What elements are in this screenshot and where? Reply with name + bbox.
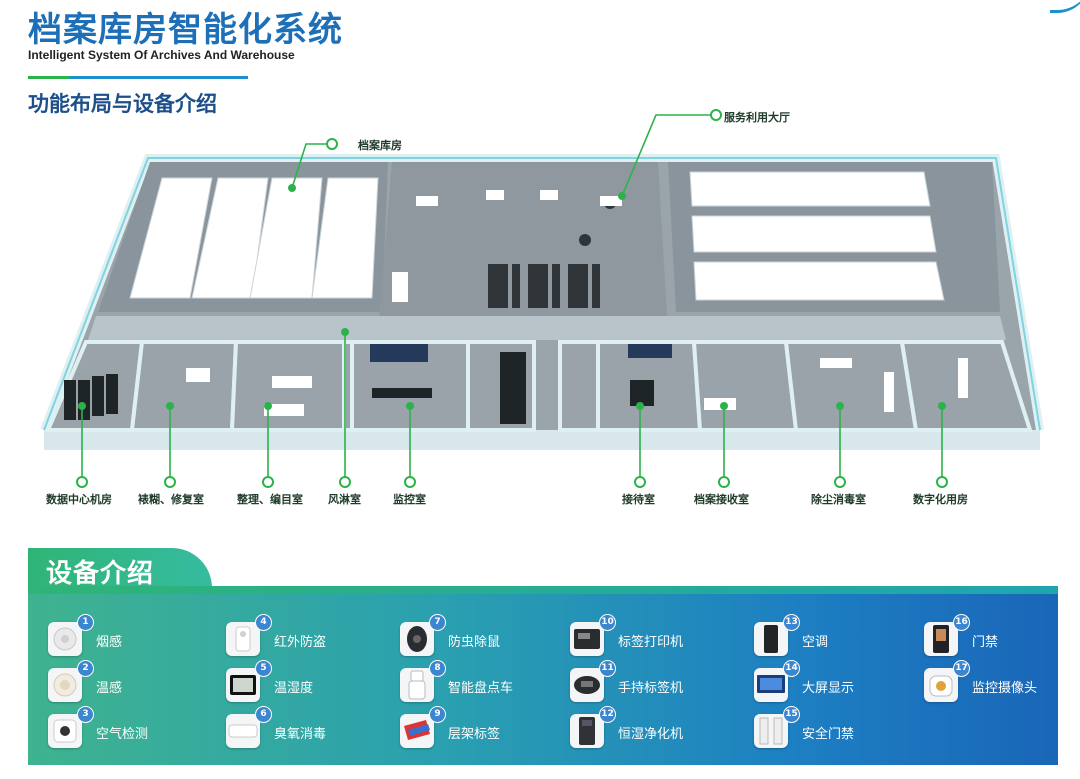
- page-title: 档案库房智能化系统: [28, 10, 343, 50]
- item-number: 9: [429, 706, 446, 723]
- item-label: 温湿度: [274, 681, 314, 696]
- corner-decoration: [1050, 0, 1080, 13]
- item-number: 13: [783, 614, 800, 631]
- item-number: 11: [599, 660, 616, 677]
- equipment-title: 设备介绍: [46, 559, 155, 589]
- item-label: 臭氧消毒: [274, 727, 327, 742]
- label-monitoring-room: 监控室: [393, 493, 426, 506]
- equipment-panel: 1 烟感 2 温感 3 空气检测 4 红外防盗 5 温湿度 6 臭氧消毒 7 防…: [28, 594, 1058, 765]
- equipment-item: 1 烟感: [48, 614, 218, 660]
- item-number: 3: [77, 706, 94, 723]
- item-number: 15: [783, 706, 800, 723]
- item-label: 防虫除鼠: [448, 635, 501, 650]
- item-label: 门禁: [972, 635, 999, 650]
- page-subtitle: Intelligent System Of Archives And Wareh…: [28, 48, 295, 62]
- label-air-shower: 风淋室: [328, 493, 361, 506]
- smoke-detector-icon: [48, 622, 82, 656]
- item-label: 空调: [802, 635, 829, 650]
- item-number: 2: [77, 660, 94, 677]
- equipment-item: 17 监控摄像头: [924, 660, 1080, 706]
- surveillance-camera-icon: [924, 668, 958, 702]
- equipment-tab: [28, 548, 212, 590]
- item-label: 大屏显示: [802, 681, 855, 696]
- item-number: 14: [783, 660, 800, 677]
- label-data-center: 数据中心机房: [46, 493, 112, 506]
- equipment-item: 5 温湿度: [226, 660, 396, 706]
- item-number: 6: [255, 706, 272, 723]
- air-conditioner-icon: [754, 622, 788, 656]
- security-gate-icon: [754, 714, 788, 748]
- equipment-item: 14 大屏显示: [754, 660, 924, 706]
- item-number: 16: [953, 614, 970, 631]
- equipment-item: 4 红外防盗: [226, 614, 396, 660]
- item-number: 1: [77, 614, 94, 631]
- floor-plan: 档案库房 服务利用大厅 数据中心机房 裱糊、修复室 整理、编目室 风淋室 监控室…: [0, 100, 1080, 520]
- access-control-icon: [924, 622, 958, 656]
- label-archive-receiving: 档案接收室: [694, 493, 749, 506]
- equipment-item: 3 空气检测: [48, 706, 218, 752]
- item-label: 智能盘点车: [448, 681, 514, 696]
- equipment-strip: [28, 586, 1058, 594]
- item-number: 8: [429, 660, 446, 677]
- label-printer-icon: [570, 622, 604, 656]
- floor-plan-illustration: [40, 109, 1044, 488]
- equipment-item: 2 温感: [48, 660, 218, 706]
- equipment-item: 13 空调: [754, 614, 924, 660]
- label-sorting-cataloging: 整理、编目室: [237, 493, 303, 506]
- item-label: 监控摄像头: [972, 681, 1038, 696]
- inventory-cart-icon: [400, 668, 434, 702]
- thermo-hygrometer-icon: [226, 668, 260, 702]
- label-reception: 接待室: [622, 493, 655, 506]
- item-number: 5: [255, 660, 272, 677]
- item-number: 7: [429, 614, 446, 631]
- item-number: 4: [255, 614, 272, 631]
- shelf-label-icon: [400, 714, 434, 748]
- label-mounting-repair: 裱糊、修复室: [138, 493, 204, 506]
- equipment-item: 7 防虫除鼠: [400, 614, 570, 660]
- item-label: 安全门禁: [802, 727, 855, 742]
- label-dust-disinfection: 除尘消毒室: [811, 493, 866, 506]
- equipment-item: 8 智能盘点车: [400, 660, 570, 706]
- title-underline-green: [28, 76, 70, 79]
- label-service-hall: 服务利用大厅: [724, 111, 790, 124]
- item-number: 10: [599, 614, 616, 631]
- temperature-sensor-icon: [48, 668, 82, 702]
- ozone-disinfector-icon: [226, 714, 260, 748]
- title-underline-blue: [70, 76, 248, 79]
- humidity-purifier-icon: [570, 714, 604, 748]
- item-label: 温感: [96, 681, 123, 696]
- equipment-item: 15 安全门禁: [754, 706, 924, 752]
- label-archive-storage: 档案库房: [358, 139, 402, 152]
- item-label: 标签打印机: [618, 635, 684, 650]
- item-label: 恒湿净化机: [618, 727, 684, 742]
- item-label: 手持标签机: [618, 681, 684, 696]
- item-label: 烟感: [96, 635, 123, 650]
- item-label: 层架标签: [448, 727, 501, 742]
- equipment-item: 12 恒湿净化机: [570, 706, 740, 752]
- item-number: 12: [599, 706, 616, 723]
- handheld-reader-icon: [570, 668, 604, 702]
- equipment-item: 16 门禁: [924, 614, 1080, 660]
- item-label: 空气检测: [96, 727, 149, 742]
- equipment-item: 10 标签打印机: [570, 614, 740, 660]
- large-display-icon: [754, 668, 788, 702]
- pest-repeller-icon: [400, 622, 434, 656]
- item-number: 17: [953, 660, 970, 677]
- equipment-item: 11 手持标签机: [570, 660, 740, 706]
- label-digitization: 数字化用房: [913, 493, 968, 506]
- air-quality-sensor-icon: [48, 714, 82, 748]
- item-label: 红外防盗: [274, 635, 327, 650]
- equipment-item: 9 层架标签: [400, 706, 570, 752]
- infrared-sensor-icon: [226, 622, 260, 656]
- equipment-item: 6 臭氧消毒: [226, 706, 396, 752]
- section-title: 功能布局与设备介绍: [28, 92, 217, 116]
